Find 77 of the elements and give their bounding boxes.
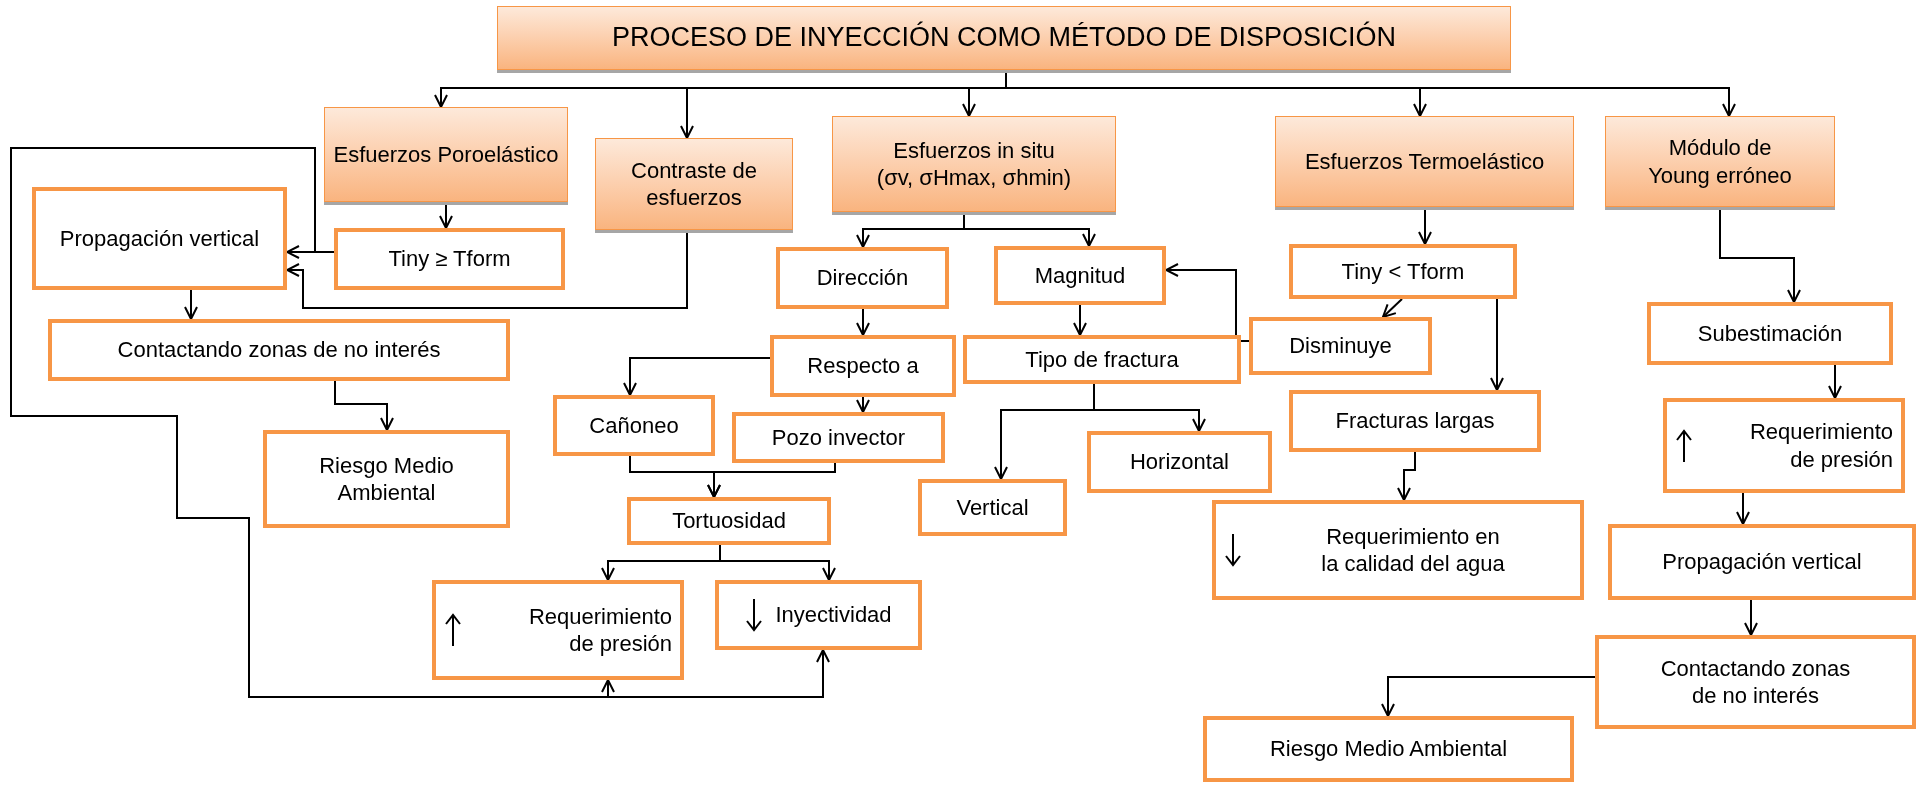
process-box bbox=[324, 107, 568, 202]
arrow bbox=[184, 289, 198, 320]
box-text: Esfuerzos in situ (σv, σHmax, σhmin) bbox=[875, 136, 1073, 192]
box-text: Esfuerzos Poroelástico bbox=[333, 140, 559, 169]
process-box bbox=[1203, 716, 1574, 782]
box-text: Riesgo Medio Ambiental bbox=[318, 451, 455, 507]
process-box bbox=[1212, 500, 1584, 600]
process-box bbox=[32, 187, 287, 290]
process-box bbox=[48, 319, 510, 381]
box-text: Magnitud bbox=[1034, 261, 1126, 290]
process-box bbox=[432, 580, 684, 680]
arrow bbox=[856, 396, 870, 413]
box-text: Contraste de esfuerzos bbox=[630, 156, 758, 212]
box-text: Contactando zonas de no interés bbox=[1659, 654, 1852, 710]
box-text: Tipo de fractura bbox=[1025, 345, 1179, 374]
arrow bbox=[856, 308, 870, 336]
arrow bbox=[334, 380, 394, 431]
process-box bbox=[994, 246, 1166, 305]
arrow bbox=[1744, 599, 1758, 636]
box-text: Respecto a bbox=[807, 352, 919, 380]
box-text: Fracturas largas bbox=[1335, 407, 1495, 435]
box-text: Riesgo Medio Ambiental bbox=[1269, 735, 1508, 763]
process-box bbox=[770, 335, 956, 397]
arrow bbox=[1382, 298, 1403, 318]
arrow bbox=[1073, 304, 1087, 336]
process-box bbox=[1663, 398, 1905, 493]
box-text: Tiny < Tform bbox=[1341, 257, 1465, 286]
box-text: Requerimiento de presión bbox=[527, 602, 672, 658]
arrow bbox=[1490, 298, 1504, 391]
process-box bbox=[1289, 244, 1517, 299]
box-text: Inyectividad bbox=[775, 601, 892, 629]
process-box bbox=[553, 395, 715, 456]
process-box bbox=[1275, 116, 1574, 207]
arrow bbox=[623, 357, 771, 396]
box-text: Módulo de Young erróneo bbox=[1647, 134, 1793, 189]
box-text: Cañoneo bbox=[589, 411, 679, 440]
process-box bbox=[732, 412, 945, 463]
process-box bbox=[1087, 431, 1272, 493]
arrow bbox=[1397, 451, 1416, 501]
box-text: Pozo invector bbox=[771, 423, 906, 452]
process-box bbox=[1647, 302, 1893, 365]
title-text: PROCESO DE INYECCIÓN COMO MÉTODO DE DISPOSICIÓN bbox=[611, 21, 1397, 55]
process-box bbox=[963, 335, 1241, 384]
box-text: Subestimación bbox=[1697, 319, 1843, 348]
box-text: Tortuosidad bbox=[672, 507, 786, 535]
process-box bbox=[1249, 317, 1432, 375]
box-text: Esfuerzos Termoelástico bbox=[1304, 147, 1545, 176]
process-box bbox=[334, 228, 565, 290]
process-box bbox=[832, 116, 1116, 212]
process-box bbox=[715, 580, 922, 650]
box-text: Requerimiento en la calidad del agua bbox=[1320, 522, 1506, 578]
box-text: Disminuye bbox=[1289, 332, 1392, 360]
box-text: Contactando zonas de no interés bbox=[117, 336, 441, 364]
title-box bbox=[497, 6, 1511, 70]
arrow bbox=[1828, 364, 1842, 399]
process-box bbox=[595, 138, 793, 230]
box-text: Propagación vertical bbox=[1662, 548, 1862, 576]
arrow bbox=[10, 147, 830, 698]
box-text: Propagación vertical bbox=[59, 224, 260, 253]
process-box bbox=[1289, 390, 1541, 452]
process-box bbox=[627, 497, 831, 545]
arrow bbox=[719, 544, 836, 581]
box-text: Requerimiento de presión bbox=[1748, 418, 1893, 473]
box-text: Tiny ≥ Tform bbox=[388, 245, 511, 273]
box-text: Vertical bbox=[956, 493, 1029, 522]
process-box bbox=[1608, 524, 1916, 600]
box-text: Horizontal bbox=[1129, 448, 1229, 476]
arrow bbox=[1165, 263, 1250, 342]
process-box bbox=[1605, 116, 1835, 207]
process-box bbox=[263, 430, 510, 528]
process-box bbox=[776, 247, 949, 309]
arrow bbox=[707, 462, 836, 498]
box-text: Dirección bbox=[816, 264, 909, 292]
process-box bbox=[918, 479, 1067, 536]
arrow bbox=[1381, 676, 1596, 717]
arrow bbox=[1736, 492, 1750, 525]
process-box bbox=[1595, 635, 1916, 729]
